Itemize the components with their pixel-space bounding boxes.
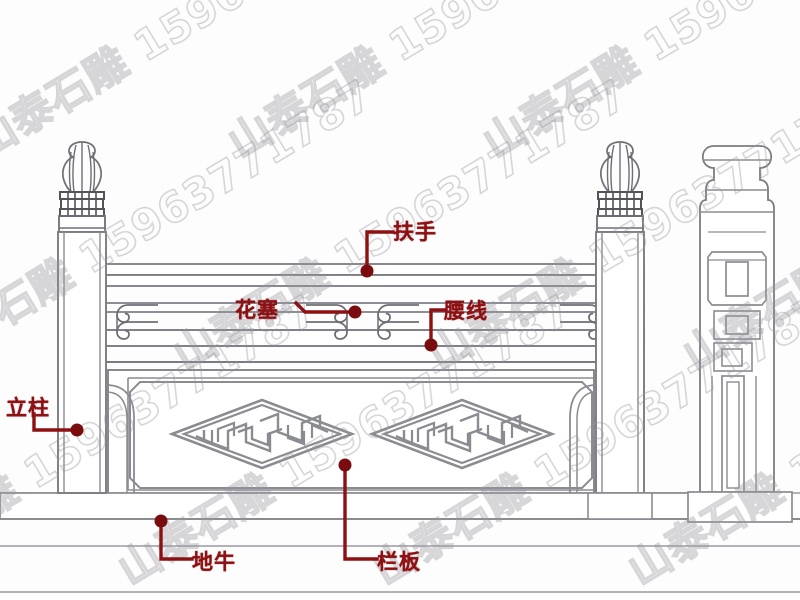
waist-line-member [57,302,645,363]
callout-label-handrail: 扶手 [393,220,437,244]
callout-label-balustrade-panel: 栏板 [377,550,421,574]
balustrade-panel-member [107,369,595,495]
ground-beam-member [0,492,800,593]
callout-label-flower-plug: 花塞 [235,298,279,322]
handrail-member [57,263,645,287]
callout-label-waist-line: 腰线 [444,299,488,323]
column-right [569,141,653,520]
callout-label-ground-beam: 地牛 [192,550,236,574]
side-elevation-column [687,145,793,523]
front-elevation [0,141,800,593]
callout-label-column: 立柱 [6,396,50,420]
column-left [57,141,135,494]
